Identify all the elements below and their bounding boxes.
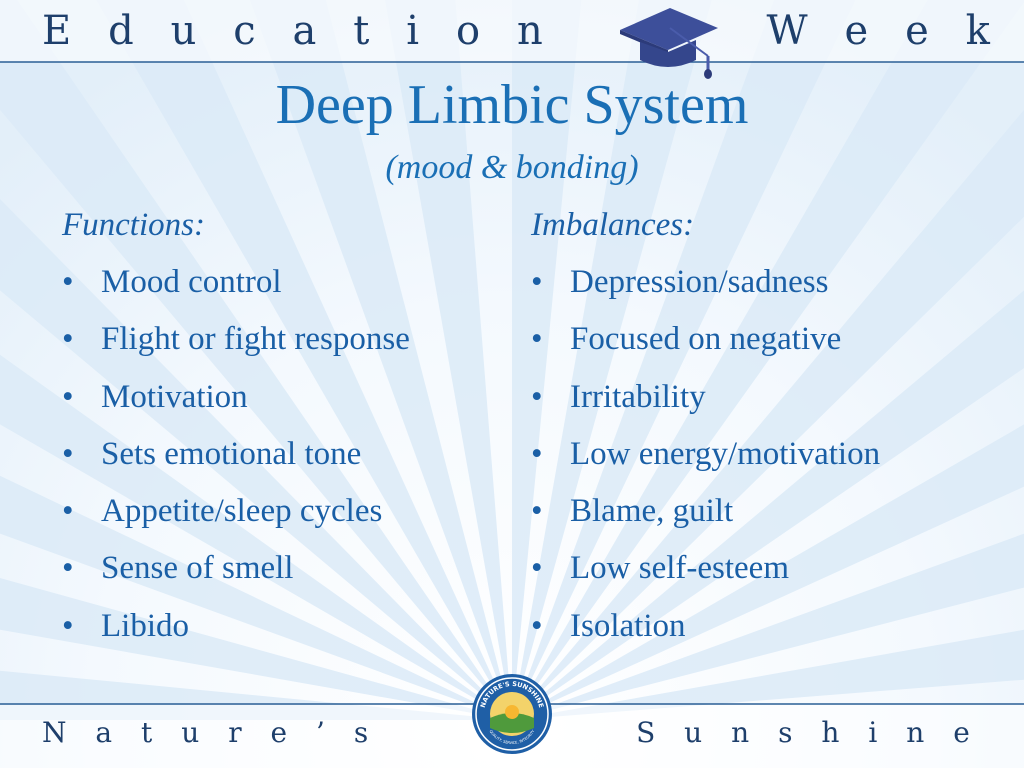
- sunburst-ray: [512, 0, 1024, 720]
- imbalances-heading: Imbalances:: [531, 207, 695, 243]
- sunburst-ray: [512, 0, 582, 720]
- banner-letter: i: [406, 8, 420, 54]
- banner-letter: k: [965, 8, 990, 54]
- education-week-banner: E d u c a t i o n W e e k: [0, 8, 1024, 54]
- banner-letter: r: [228, 716, 242, 749]
- sunburst-ray: [0, 198, 512, 720]
- list-item: •Libido: [62, 607, 189, 644]
- banner-letter: d: [108, 8, 134, 54]
- banner-letter: e: [844, 8, 869, 54]
- sunburst-ray: [0, 578, 512, 720]
- banner-letter: t: [353, 8, 370, 54]
- banner-letter: n: [731, 716, 750, 749]
- list-item-text: Depression/sadness: [570, 264, 829, 300]
- sunburst-ray: [96, 0, 512, 720]
- banner-letter: e: [270, 716, 288, 749]
- functions-column: Functions: •Mood control •Flight or figh…: [62, 200, 532, 655]
- list-item-text: Flight or fight response: [101, 321, 410, 358]
- banner-letter: N: [42, 716, 67, 749]
- sunburst-ray: [512, 0, 856, 720]
- banner-letter: ’: [316, 716, 325, 749]
- list-item: •Blame, guilt: [531, 493, 734, 530]
- list-item: •Sets emotional tone: [62, 435, 362, 472]
- list-item-text: Isolation: [570, 607, 686, 644]
- list-item: •Motivation: [62, 378, 248, 415]
- banner-letter: a: [292, 8, 317, 54]
- imbalances-column: Imbalances: •Depression/sadness •Focused…: [531, 200, 971, 655]
- list-item-text: Mood control: [101, 264, 282, 300]
- banner-letter: W: [766, 8, 808, 54]
- slide-title: Deep Limbic System: [275, 74, 749, 136]
- banner-letter: h: [821, 716, 840, 749]
- banner-letter: o: [455, 8, 481, 54]
- functions-list: •Mood control •Flight or fight response …: [62, 254, 532, 655]
- banner-letter: c: [233, 8, 256, 54]
- list-item-text: Focused on negative: [570, 321, 842, 358]
- sunburst-ray: [385, 0, 512, 720]
- list-item-text: Blame, guilt: [570, 493, 734, 530]
- sunburst-ray: [512, 424, 1024, 720]
- banner-letter: u: [181, 716, 200, 749]
- list-item: •Focused on negative: [531, 321, 842, 358]
- sunburst-ray: [512, 629, 1024, 720]
- slide-subtitle: (mood & bonding): [385, 149, 639, 186]
- banner-letter: E: [42, 8, 72, 54]
- list-item: •Mood control: [62, 264, 282, 300]
- list-item: •Low energy/motivation: [531, 435, 881, 472]
- natures-sunshine-logo: NATURE'S SUNSHINE QUALITY, SERVICE, INTE…: [472, 674, 552, 754]
- list-item: •Depression/sadness: [531, 264, 829, 300]
- sunburst-ray: [512, 109, 1024, 720]
- list-item: •Sense of smell: [62, 550, 294, 587]
- banner-letter: n: [516, 8, 543, 54]
- list-item-text: Libido: [101, 607, 189, 644]
- sunburst-ray: [0, 0, 512, 720]
- banner-letter: u: [684, 716, 703, 749]
- banner-letter: u: [170, 8, 197, 54]
- imbalances-list: •Depression/sadness •Focused on negative…: [531, 254, 971, 655]
- banner-letter: n: [906, 716, 925, 749]
- banner-letter: a: [95, 716, 113, 749]
- list-item: •Flight or fight response: [62, 321, 410, 358]
- list-item: •Low self-esteem: [531, 550, 789, 587]
- list-item-text: Appetite/sleep cycles: [101, 493, 383, 530]
- sunburst-ray: [0, 354, 512, 720]
- list-item-text: Low self-esteem: [570, 550, 789, 587]
- banner-letter: s: [353, 716, 369, 749]
- banner-letter: S: [636, 716, 656, 749]
- list-item-text: Irritability: [570, 378, 706, 415]
- banner-letter: t: [141, 716, 153, 749]
- banner-letter: e: [905, 8, 929, 54]
- list-item: •Appetite/sleep cycles: [62, 493, 383, 530]
- sunburst-ray: [512, 290, 1024, 720]
- list-item-text: Sets emotional tone: [101, 435, 362, 472]
- list-item: •Irritability: [531, 378, 706, 415]
- list-item-text: Sense of smell: [101, 550, 294, 587]
- sunburst-ray: [512, 0, 712, 720]
- sunburst-ray: [249, 0, 512, 720]
- banner-letter: i: [868, 716, 878, 749]
- functions-heading: Functions:: [62, 207, 205, 243]
- sunburst-ray: [0, 475, 512, 720]
- list-item: •Isolation: [531, 607, 686, 644]
- banner-letter: s: [778, 716, 793, 749]
- list-item-text: Motivation: [101, 378, 248, 415]
- natures-sunshine-banner: N a t u r e ’ s S u n s h i n e: [0, 716, 1024, 749]
- banner-letter: e: [953, 716, 970, 749]
- sunburst-ray: [512, 533, 1024, 720]
- graduation-cap-icon: [620, 8, 718, 79]
- list-item-text: Low energy/motivation: [570, 435, 881, 472]
